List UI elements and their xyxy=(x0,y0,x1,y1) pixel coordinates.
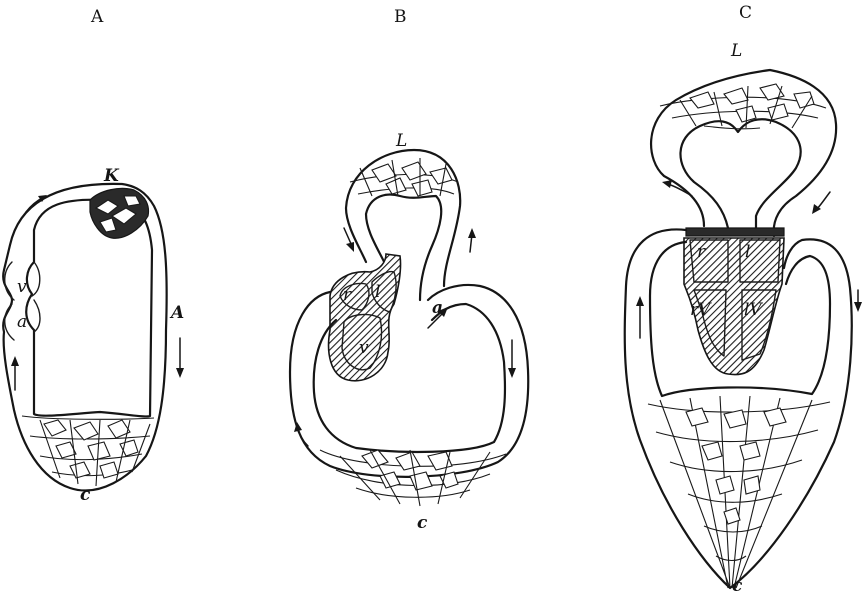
panel-a-label-side: A xyxy=(171,305,184,322)
panel-c-label-r: r xyxy=(697,244,705,261)
panel-a-label-v: v xyxy=(17,279,27,296)
panel-c-label-l-top: L xyxy=(731,43,742,60)
panel-c-label-c: c xyxy=(732,578,742,595)
panel-b-label-r: r xyxy=(343,287,351,304)
panel-c-lung-inner xyxy=(680,119,800,232)
panel-b-heart xyxy=(329,254,401,381)
panel-b-body-outer xyxy=(290,285,528,477)
panel-c-label-rv: rV xyxy=(690,302,710,319)
panel-a-gill-net xyxy=(90,188,148,238)
panel-c-body-net xyxy=(648,396,830,588)
panel-b-lung-net xyxy=(350,158,458,196)
panel-b-body-net xyxy=(320,450,506,506)
panel-c-label-lv: lV xyxy=(744,302,762,319)
panel-b-flow-arrows xyxy=(294,228,516,446)
panel-b-diagram xyxy=(290,150,528,506)
panel-c-label-l: l xyxy=(745,244,750,261)
panel-a-label-c: c xyxy=(80,487,90,504)
panel-a-label-a: a xyxy=(17,314,27,331)
panel-b-label-a: a xyxy=(432,300,443,317)
panel-b-label-l: l xyxy=(375,284,380,301)
panel-b-label-c: c xyxy=(417,515,427,532)
panel-b-label-l-top: L xyxy=(396,133,407,150)
panel-a-body-net xyxy=(22,416,154,486)
panel-c-lung-net xyxy=(660,84,826,129)
panel-a-heading: A xyxy=(91,9,104,26)
panel-c-diagram xyxy=(625,70,862,588)
panel-a-label-k: K xyxy=(104,168,119,185)
panel-b-heading: B xyxy=(394,9,408,26)
panel-c-heading: C xyxy=(739,5,753,22)
panel-b-label-v: v xyxy=(359,340,369,357)
panel-a-diagram xyxy=(3,184,184,491)
